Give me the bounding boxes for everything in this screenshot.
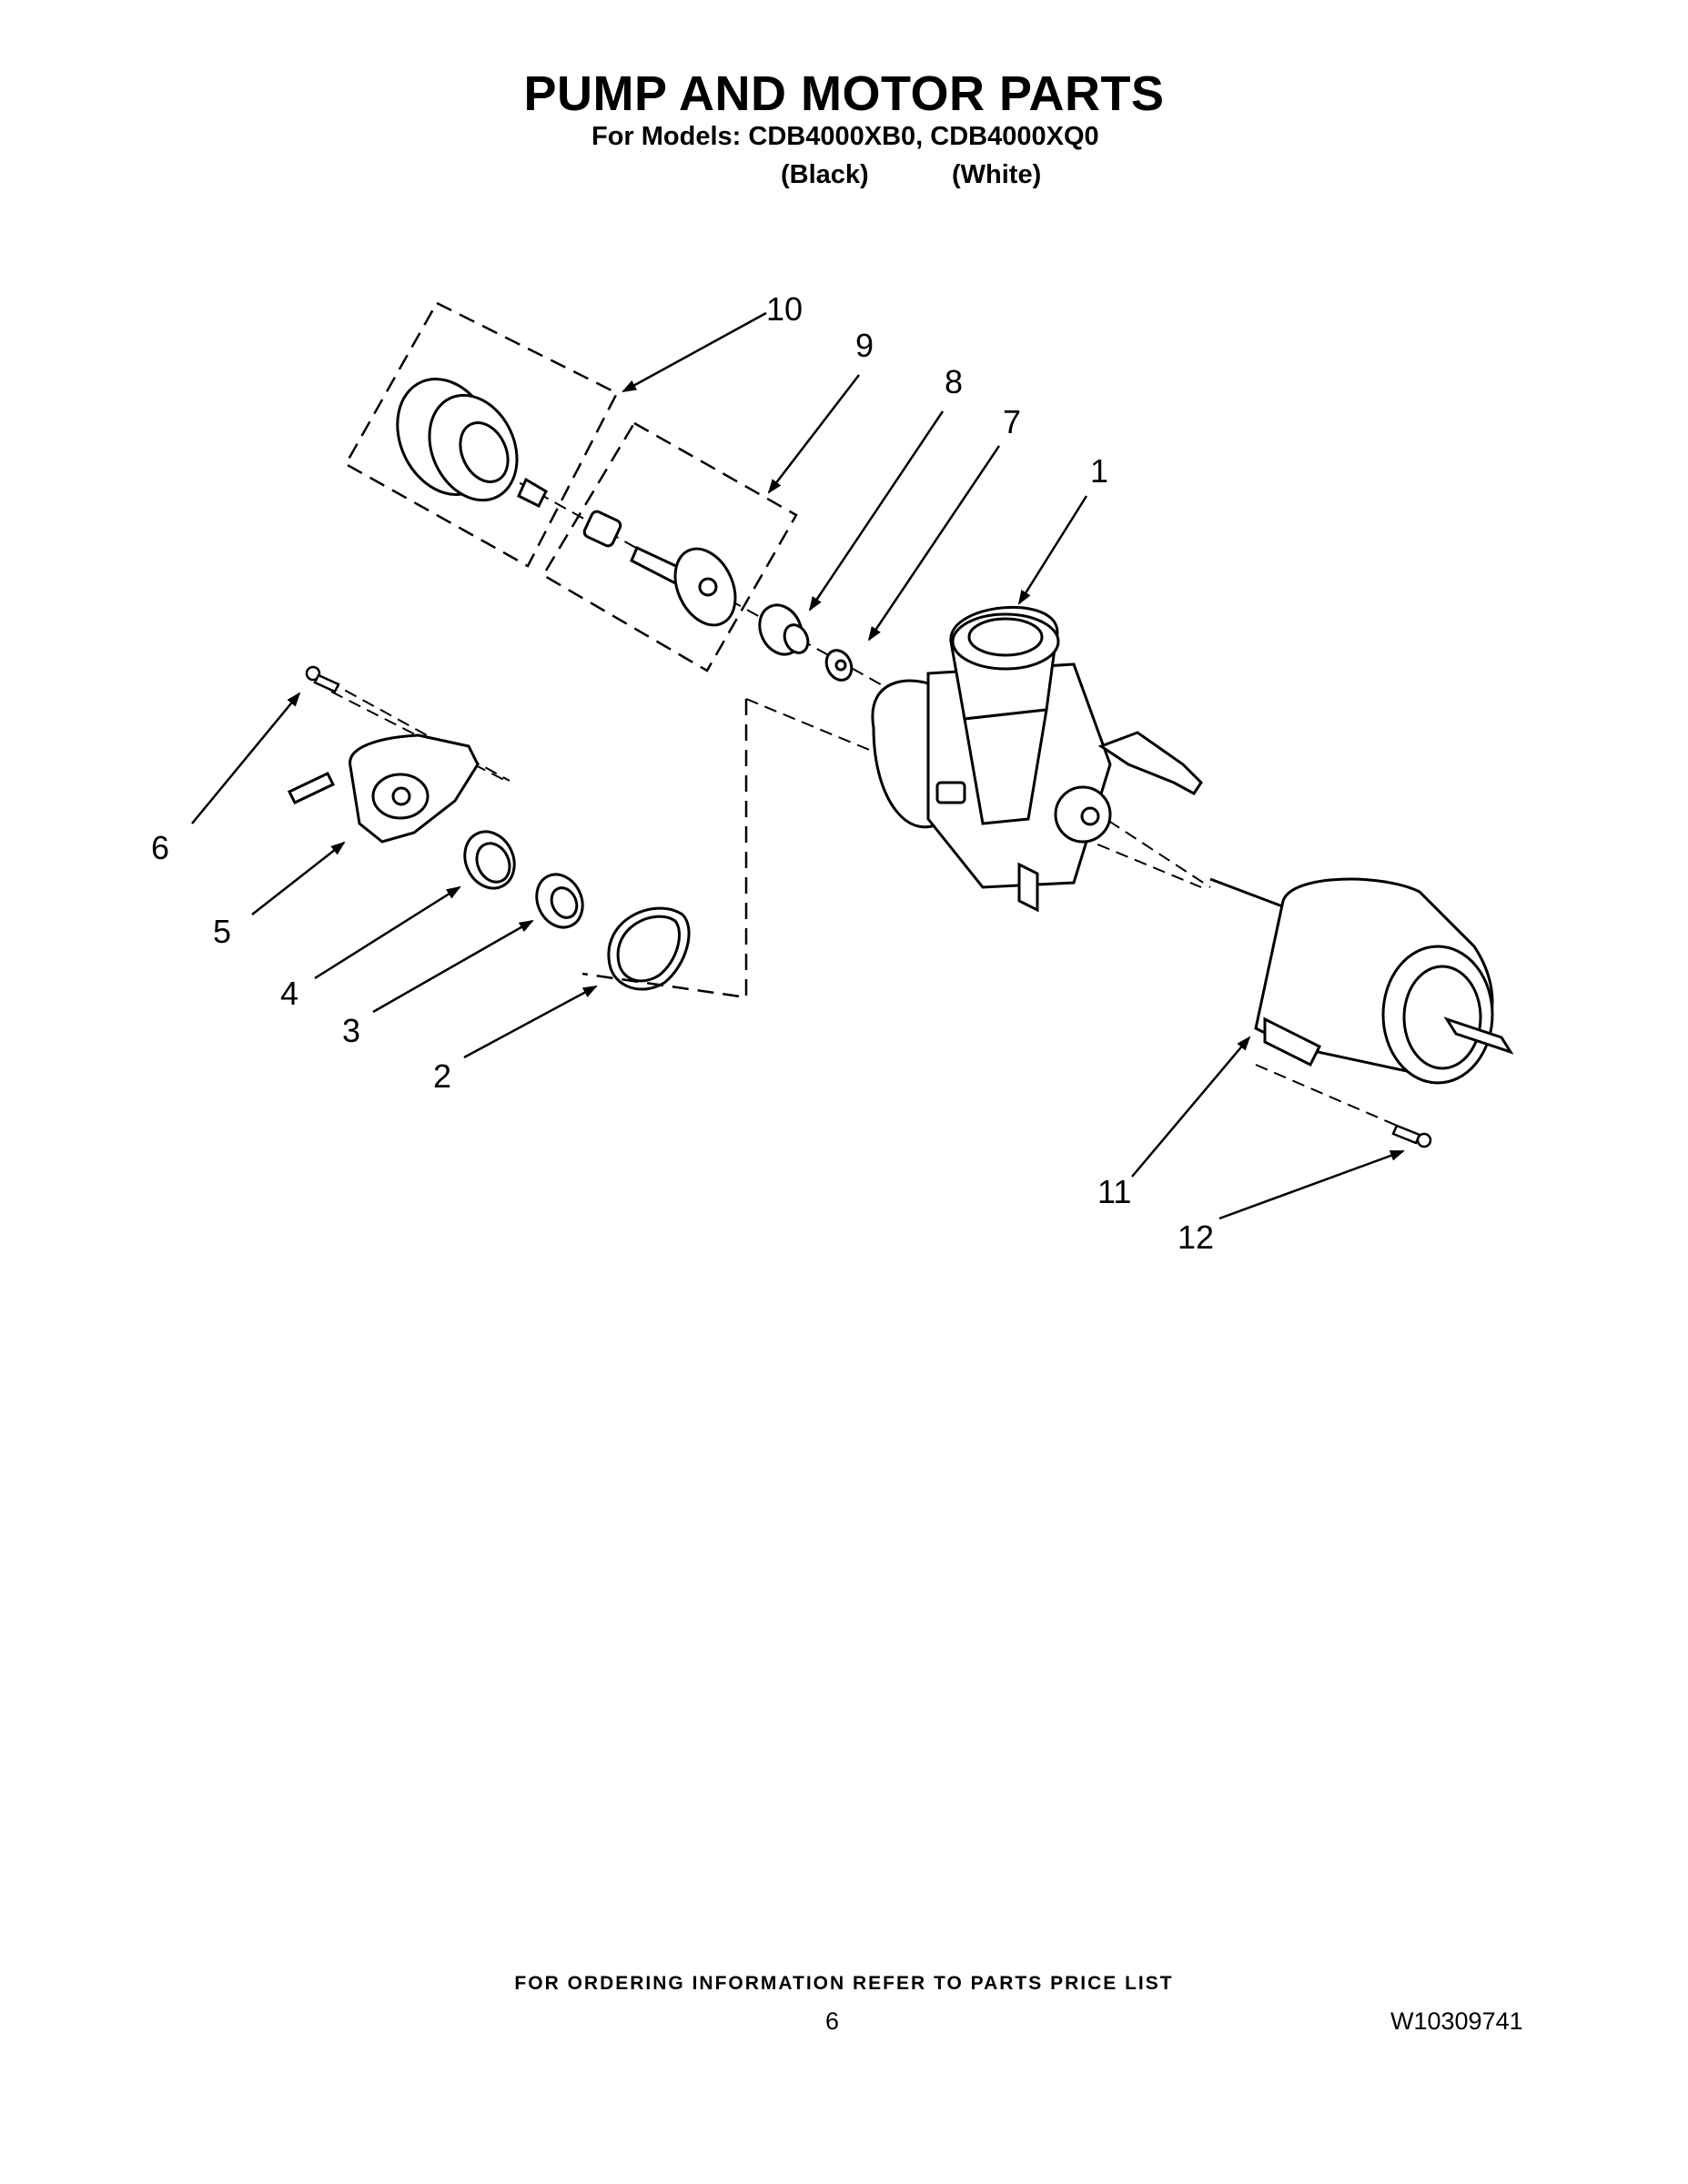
callout-11: 11 <box>1097 1173 1131 1210</box>
callout-3: 3 <box>342 1012 360 1049</box>
callout-12: 12 <box>1178 1218 1214 1256</box>
leader-6 <box>191 692 301 824</box>
callout-8: 8 <box>945 363 963 400</box>
callout-1: 1 <box>1090 452 1108 490</box>
leader-4 <box>314 885 461 980</box>
variant-black-label: (Black) <box>781 160 869 189</box>
leader-1 <box>1017 495 1088 605</box>
axis-line-screw-6 <box>327 680 510 782</box>
part-9-impeller <box>630 545 737 627</box>
leader-9 <box>767 374 860 494</box>
document-number: W10309741 <box>1390 2007 1523 2035</box>
kit-10-dashed-box <box>344 301 619 568</box>
hose-connector-dashed-line <box>581 699 748 999</box>
part-6-screw <box>305 665 340 693</box>
page-title: PUMP AND MOTOR PARTS <box>523 66 1165 121</box>
callout-6: 6 <box>151 829 169 866</box>
part-8-seal <box>758 603 810 656</box>
axis-line-screw-12 <box>1255 1064 1430 1140</box>
ordering-note: FOR ORDERING INFORMATION REFER TO PARTS … <box>514 1973 1174 1994</box>
part-12-screw <box>1391 1124 1432 1148</box>
axis-line-motor <box>1091 809 1211 888</box>
part-3-seal <box>535 873 584 929</box>
callout-4: 4 <box>280 975 298 1012</box>
callout-10: 10 <box>766 290 803 328</box>
leader-10 <box>622 311 767 393</box>
part-2-gasket <box>607 906 691 991</box>
leader-12 <box>1218 1149 1405 1220</box>
callout-2: 2 <box>433 1057 451 1095</box>
part-4-ring <box>463 830 516 890</box>
variant-white-label: (White) <box>952 160 1042 189</box>
models-line: For Models: CDB4000XB0, CDB4000XQ0 <box>591 122 1099 151</box>
part-1-pump-housing <box>871 606 1203 913</box>
leader-7 <box>867 445 1001 642</box>
leader-2 <box>463 985 598 1059</box>
leader-8 <box>808 410 945 612</box>
part-11-motor <box>1209 877 1514 1085</box>
part-5-cover <box>287 733 480 844</box>
leader-5 <box>251 841 346 915</box>
page-number: 6 <box>825 2007 840 2035</box>
leader-11 <box>1131 1036 1251 1178</box>
part-10-seal-assembly <box>396 378 622 548</box>
part-7-washer <box>824 649 854 682</box>
kit-9-dashed-box <box>541 421 798 672</box>
callout-7: 7 <box>1003 403 1021 440</box>
callout-9: 9 <box>855 327 874 364</box>
leader-3 <box>372 919 534 1014</box>
callout-5: 5 <box>213 913 231 950</box>
